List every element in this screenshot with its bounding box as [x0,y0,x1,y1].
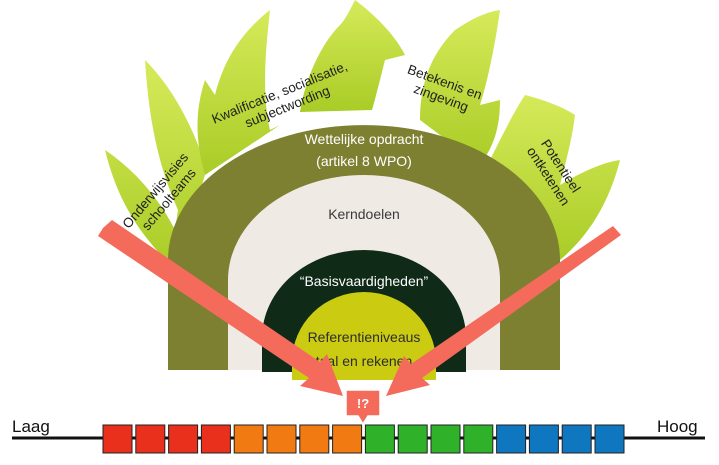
scale-segment [528,424,559,454]
label-kerndoelen: Kerndoelen [328,206,400,222]
scale-segment [299,424,330,454]
label-referentie-line2: taal en rekenen [316,353,413,369]
label-wettelijke-line2: (artikel 8 WPO) [316,153,412,169]
marker-label: !? [357,396,369,411]
label-wettelijke-line1: Wettelijke opdracht [305,131,424,147]
scale-segment [430,424,461,454]
scale-segment [102,424,133,454]
marker-badge: !? [345,389,381,426]
scale-segment [200,424,231,454]
scale-segment [463,424,494,454]
scale-segment [364,424,395,454]
scale-segment [397,424,428,454]
scale-high-label: Hoog [657,417,698,436]
scale-segment [135,424,166,454]
scale-low-label: Laag [12,417,50,436]
scale-segments [102,424,625,454]
scale-segment [233,424,264,454]
leaf-right [420,10,500,165]
leaf-center [300,0,405,112]
scale-segment [496,424,527,454]
arrows-group [98,220,621,396]
arcs-group [168,125,560,380]
scale-segment [168,424,199,454]
leaf-far-right [490,95,620,260]
arc-labels: Wettelijke opdracht (artikel 8 WPO) Kern… [300,131,429,369]
label-basisvaardigheden: “Basisvaardigheden” [300,273,429,289]
scale-segment [266,424,297,454]
scale-segment [594,424,625,454]
arrow-left [98,220,343,396]
scale-segment [561,424,592,454]
arrow-right [386,226,621,396]
scale-segment [332,424,363,454]
leaf-left [197,10,280,175]
label-referentie-line1: Referentieniveaus [308,329,421,345]
